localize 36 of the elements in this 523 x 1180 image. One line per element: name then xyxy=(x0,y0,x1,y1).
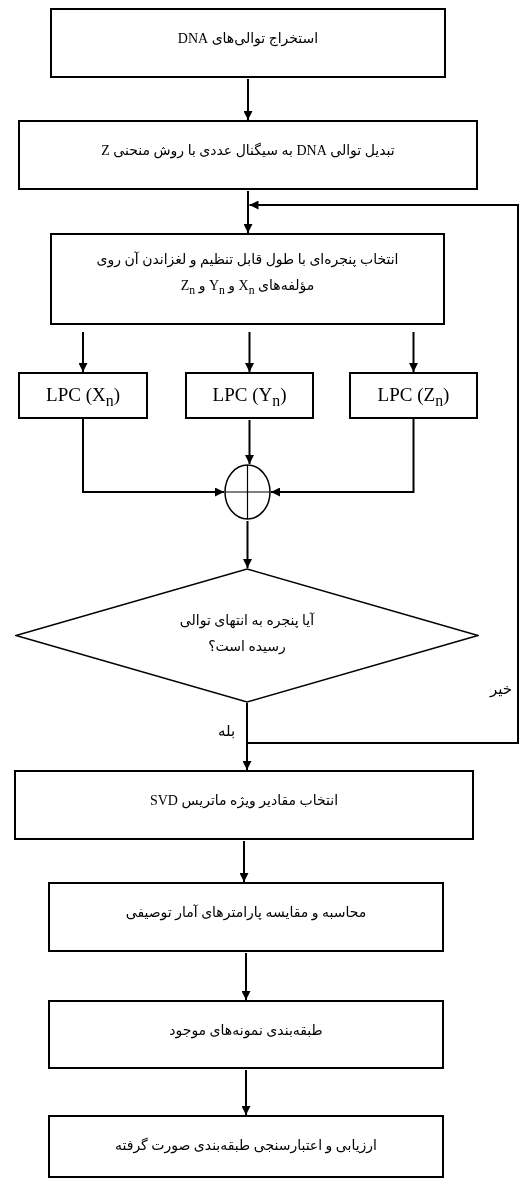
process-box xyxy=(50,8,446,78)
box-text: LPC (Y$_{n}$) xyxy=(211,383,288,411)
box-text: استخراج توالی‌های DNA xyxy=(176,30,320,49)
arrow xyxy=(245,419,254,465)
summing-junction-symbol xyxy=(224,464,271,520)
arrow xyxy=(242,719,252,771)
arrow xyxy=(270,418,415,497)
decision-diamond xyxy=(15,568,479,703)
arrow xyxy=(243,520,252,569)
box-text: انتخاب مقادیر ویژه ماتریس SVD xyxy=(148,792,340,811)
arrow xyxy=(241,1069,251,1116)
arrow xyxy=(82,418,225,497)
arrow xyxy=(246,200,519,744)
arrow xyxy=(245,331,254,373)
arrow xyxy=(239,840,249,883)
box-text: LPC (X$_{n}$) xyxy=(45,383,121,411)
box-text: تبدیل توالی DNA به سیگنال عددی با روش منحنی Z xyxy=(100,141,396,161)
arrow xyxy=(241,952,251,1001)
arrow xyxy=(243,190,253,234)
process-box xyxy=(50,233,445,325)
process-box xyxy=(18,372,148,419)
process-box xyxy=(185,372,314,419)
box-text: طبقه‌بندی نمونه‌های موجود xyxy=(168,1022,324,1041)
process-box xyxy=(14,770,474,840)
box-text: LPC (Z$_{n}$) xyxy=(376,383,451,411)
arrow xyxy=(243,78,253,121)
process-box xyxy=(18,120,478,190)
arrow xyxy=(78,331,88,373)
box-text: آیا پنجره به انتهای توالی رسیده است؟ xyxy=(178,611,316,656)
process-box xyxy=(48,1000,444,1069)
box-text: محاسبه و مقایسه پارامترهای آمار توصیفی xyxy=(124,903,368,923)
box-text: ارزیابی و اعتبارسنجی طبقه‌بندی صورت گرفته xyxy=(113,1136,378,1156)
process-box xyxy=(349,372,478,419)
process-box xyxy=(48,1115,444,1178)
arrow xyxy=(409,331,418,373)
process-box xyxy=(48,882,444,952)
